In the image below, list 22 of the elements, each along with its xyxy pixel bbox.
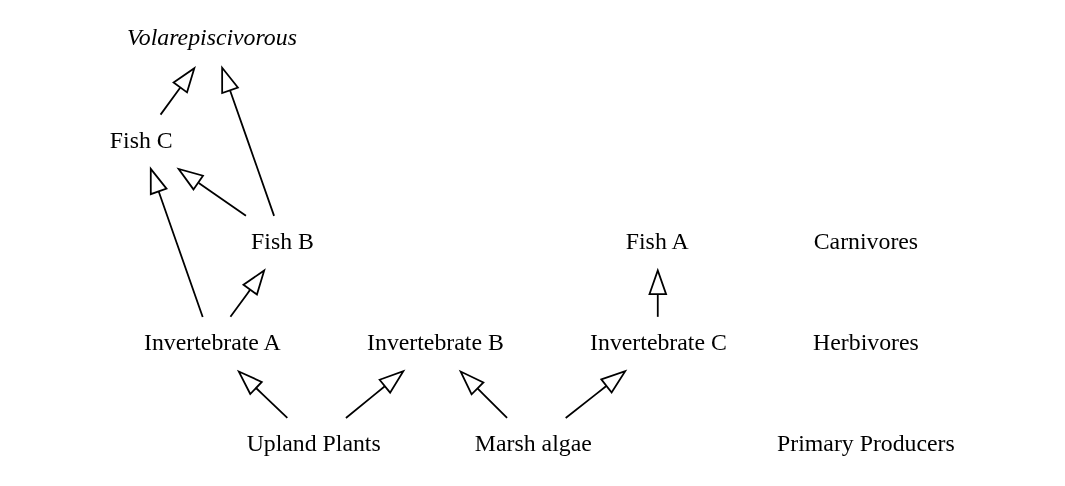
arrow xyxy=(458,369,508,419)
arrow xyxy=(176,167,247,217)
label: Carnivores xyxy=(813,227,919,254)
node-text: Fish B xyxy=(251,227,314,254)
node-text: Invertebrate C xyxy=(590,328,727,355)
node-text: Invertebrate B xyxy=(367,328,504,355)
node-text: Fish A xyxy=(625,227,689,254)
label: Primary Producers xyxy=(777,429,955,456)
node-text: Invertebrate A xyxy=(144,328,281,355)
arrow xyxy=(345,369,406,419)
node-text: Upland Plants xyxy=(246,429,381,456)
arrow xyxy=(236,369,289,419)
arrow xyxy=(229,268,266,318)
arrow xyxy=(221,65,275,217)
arrow xyxy=(648,267,668,318)
label: Herbivores xyxy=(813,328,919,355)
arrow xyxy=(564,369,628,419)
node-text: Volarepiscivorous xyxy=(126,23,297,50)
node-text: Marsh algae xyxy=(474,429,592,456)
node-text: Fish C xyxy=(109,126,173,153)
arrow xyxy=(149,166,204,318)
arrow xyxy=(159,66,196,116)
